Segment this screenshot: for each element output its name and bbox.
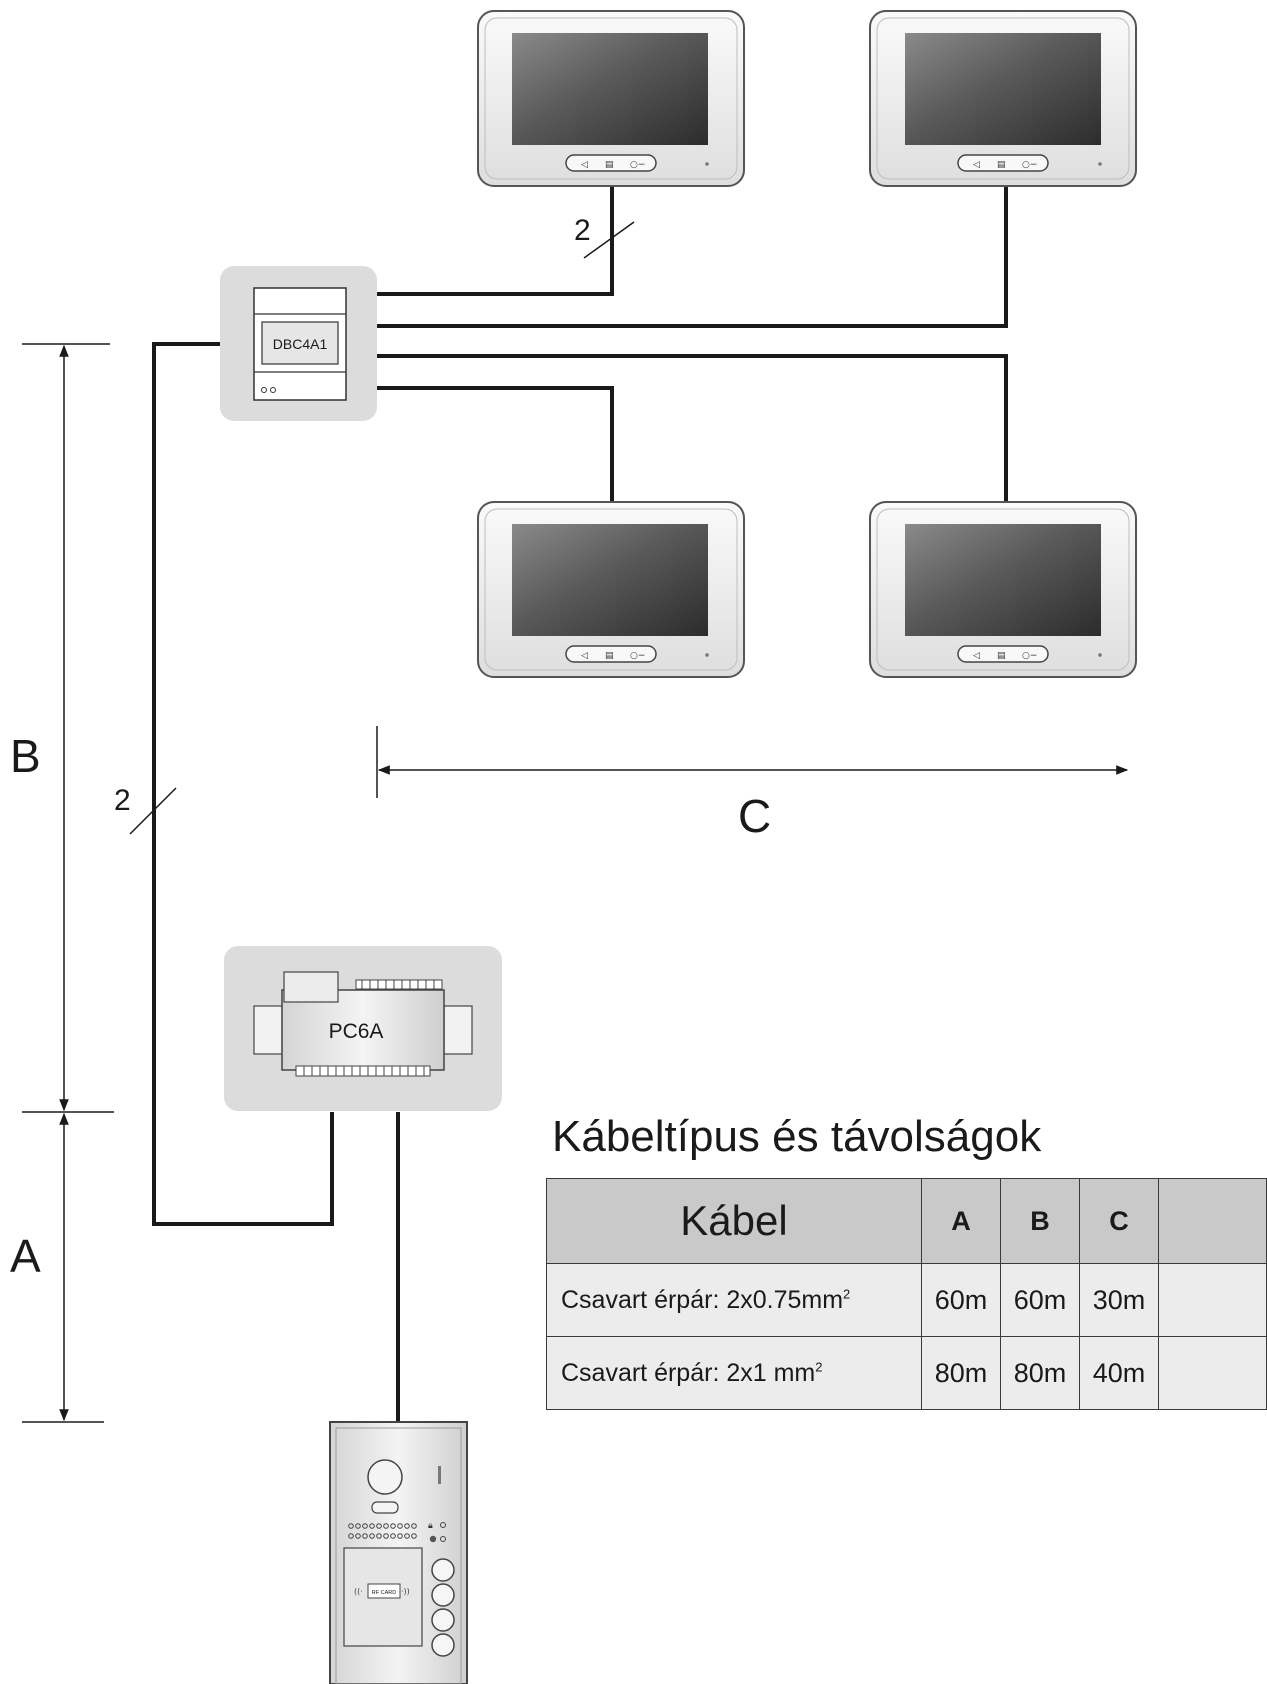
- header-cable: Kábel: [546, 1178, 922, 1264]
- door-icon: ▤: [997, 651, 1006, 661]
- row-value-c: 30m: [1079, 1263, 1159, 1337]
- wire-count-top: 2: [574, 214, 591, 247]
- monitor-bottom-right: ◁ ▤ ○−: [869, 501, 1137, 678]
- rf-wave-right-icon: ·)): [401, 1587, 410, 1596]
- wire-count-left: 2: [114, 784, 131, 817]
- row-value-a: 60m: [921, 1263, 1001, 1337]
- header-b: B: [1000, 1178, 1080, 1264]
- cable-table: Kábel A B C Csavart érpár: 2x0.75mm2 60m…: [546, 1178, 1267, 1410]
- call-button-1: [431, 1558, 455, 1582]
- monitor-screen: [512, 524, 708, 636]
- key-icon: ○−: [630, 651, 645, 661]
- table-row: Csavart érpár: 2x1 mm2 80m 80m 40m: [546, 1336, 1267, 1410]
- door-icon: ▤: [997, 160, 1006, 170]
- wiring-diagram: 2 2 B A C ◁ ▤ ○− ◁ ▤ ○− ◁: [10, 10, 1137, 1684]
- power-supply-label: PC6A: [329, 1020, 384, 1043]
- monitor-button-strip: [957, 645, 1049, 663]
- row-value-b: 60m: [1000, 1263, 1080, 1337]
- key-icon: ○−: [1022, 651, 1037, 661]
- row-spacer: [1158, 1263, 1267, 1337]
- call-button-2: [431, 1583, 455, 1607]
- wire-monitor-top-right: [376, 186, 1008, 328]
- call-button-3: [431, 1608, 455, 1632]
- dim-label-c: C: [738, 790, 771, 842]
- monitor-led: [705, 162, 709, 166]
- wire-count-slash-top: [583, 221, 635, 259]
- monitor-led: [1098, 653, 1102, 657]
- monitor-top-left: ◁ ▤ ○−: [477, 10, 745, 187]
- monitor-top-right: ◁ ▤ ○−: [869, 10, 1137, 187]
- monitor-led: [705, 653, 709, 657]
- row-spacer: [1158, 1336, 1267, 1410]
- speaker-icon: ◁: [973, 651, 980, 661]
- speaker-icon: ◁: [581, 160, 588, 170]
- speaker-grille: [348, 1523, 417, 1539]
- row-value-c: 40m: [1079, 1336, 1159, 1410]
- door-station: 🔒︎ RF CARD ((· ·)): [329, 1421, 468, 1684]
- lock-icon: 🔒︎: [428, 1521, 433, 1531]
- header-spacer: [1158, 1178, 1267, 1264]
- monitor-led: [1098, 162, 1102, 166]
- speaker-icon: ◁: [581, 651, 588, 661]
- table-title: Kábeltípus és távolságok: [552, 1112, 1042, 1161]
- row-value-b: 80m: [1000, 1336, 1080, 1410]
- header-c: C: [1079, 1178, 1159, 1264]
- dim-label-a: A: [10, 1230, 41, 1282]
- monitor-screen: [512, 33, 708, 145]
- dimension-lines: [22, 343, 1129, 1423]
- wire-distributor-to-power: [152, 342, 334, 1226]
- power-supply-pc6a: PC6A: [224, 946, 502, 1111]
- monitor-button-strip: [565, 154, 657, 172]
- camera-icon: [367, 1459, 403, 1495]
- header-a: A: [921, 1178, 1001, 1264]
- wire-monitor-bottom-right: [376, 354, 1008, 502]
- wire-monitor-top-left: [376, 186, 614, 296]
- door-icon: ▤: [605, 651, 614, 661]
- dim-label-b: B: [10, 730, 41, 782]
- row-value-a: 80m: [921, 1336, 1001, 1410]
- row-cable-name: Csavart érpár: 2x1 mm2: [546, 1336, 922, 1410]
- monitor-screen: [905, 524, 1101, 636]
- distributor-label: DBC4A1: [273, 336, 328, 352]
- wire-monitor-bottom-left: [376, 386, 614, 502]
- table-row: Csavart érpár: 2x0.75mm2 60m 60m 30m: [546, 1263, 1267, 1337]
- rf-wave-left-icon: ((·: [354, 1587, 363, 1596]
- camera-light: [371, 1501, 399, 1514]
- speaker-icon: ◁: [973, 160, 980, 170]
- rf-card-label: RF CARD: [372, 1590, 396, 1596]
- key-icon: ○−: [1022, 160, 1037, 170]
- monitor-bottom-left: ◁ ▤ ○−: [477, 501, 745, 678]
- call-button-4: [431, 1633, 455, 1657]
- door-icon: ▤: [605, 160, 614, 170]
- key-icon: ○−: [630, 160, 645, 170]
- monitor-button-strip: [565, 645, 657, 663]
- wire-count-slash-left: [129, 787, 177, 835]
- monitor-screen: [905, 33, 1101, 145]
- table-header-row: Kábel A B C: [546, 1178, 1267, 1264]
- row-cable-name: Csavart érpár: 2x0.75mm2: [546, 1263, 922, 1337]
- distributor-dbc4a1: DBC4A1: [220, 266, 377, 421]
- wires: [152, 186, 1008, 1422]
- monitor-button-strip: [957, 154, 1049, 172]
